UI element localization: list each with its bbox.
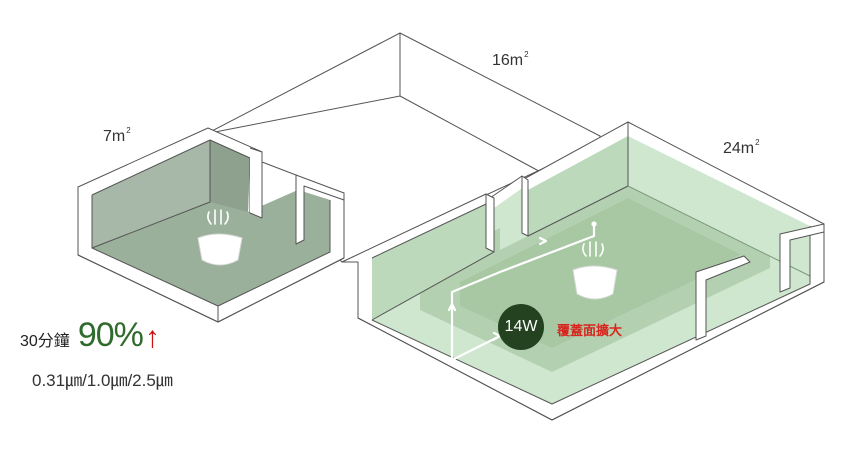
airflow-icon xyxy=(582,241,604,257)
room-label-7m2: 7m2 xyxy=(103,126,131,146)
stat-value: 90% xyxy=(77,316,144,354)
room-label-16m2: 16m2 xyxy=(492,50,529,70)
power-badge-label: 14W xyxy=(504,318,538,335)
room-label-24m2: 24m2 xyxy=(723,138,760,158)
area-value: 16m xyxy=(492,52,524,69)
particle-sizes: 0.31㎛/1.0㎛/2.5㎛ xyxy=(32,371,173,390)
air-purifier-icon xyxy=(572,241,618,300)
purification-stat: 30分鐘 90% ↑ xyxy=(20,316,160,355)
power-badge: 14W xyxy=(498,304,544,350)
airflow-icon xyxy=(207,209,229,225)
arrow-up-icon: ↑ xyxy=(144,321,160,354)
area-value: 7m xyxy=(103,128,126,145)
area-unit: 2 xyxy=(755,138,760,147)
area-unit: 2 xyxy=(126,126,131,135)
coverage-label: 覆蓋面擴大 xyxy=(557,323,623,338)
area-unit: 2 xyxy=(524,50,529,59)
airflow-path-icon xyxy=(447,221,597,362)
stat-duration: 30分鐘 xyxy=(20,333,70,350)
air-purifier-icon xyxy=(197,209,243,266)
area-value: 24m xyxy=(723,140,755,157)
